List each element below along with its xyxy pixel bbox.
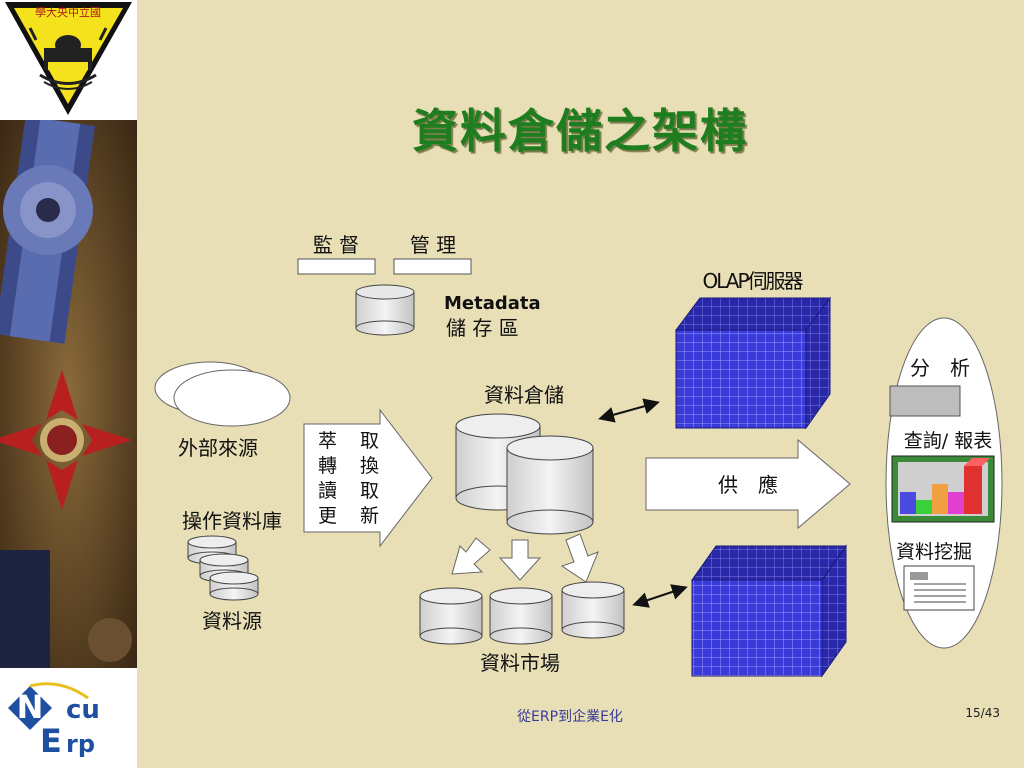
svg-text:萃: 萃 [318,430,337,452]
university-seal-logo: 學大央中立國 [5,2,132,115]
svg-text:換: 換 [360,455,379,477]
svg-text:取: 取 [360,430,379,452]
page-number: 15/43 [965,706,1000,720]
olap-server-label: OLAP伺服器 [702,269,803,293]
data-mart-label: 資料市場 [480,651,560,675]
footer-course-title: 從ERP到企業E化 [517,709,623,725]
ncu-erp-logo: N cu E rp [8,682,100,760]
metadata-storage-label: 儲 存 區 [446,316,519,340]
supply-label: 供 應 [718,473,778,497]
olap-top-link-arrow [598,398,660,423]
svg-text:E: E [40,722,62,760]
svg-text:rp: rp [66,730,95,758]
data-mining-document-icon [903,565,975,611]
mart-arrows [451,533,599,583]
report-chart-icon [891,455,995,523]
query-report-label: 查詢/ 報表 [904,430,992,452]
olap-cube-bottom [691,544,847,678]
svg-text:N: N [17,688,44,726]
etl-labels: 萃取 轉換 讀取 更新 [318,430,379,527]
data-warehouse-label: 資料倉儲 [484,383,564,407]
svg-text:更: 更 [318,505,337,527]
data-mart-cylinders [419,581,625,645]
data-warehouse-cylinders [455,413,594,535]
operational-db-label: 操作資料庫 [182,509,282,533]
metadata-cylinder [355,284,415,336]
seal-text: 學大央中立國 [35,5,101,19]
sidebar: 學大央中立國 [0,0,137,768]
svg-text:新: 新 [360,505,379,527]
operational-db-cylinders [187,535,259,601]
svg-text:轉: 轉 [318,455,337,477]
medal-photo [0,120,137,668]
external-source-label: 外部來源 [178,436,258,460]
monitor-label: 監 督 [313,233,359,257]
analysis-label: 分 析 [910,356,970,380]
svg-text:讀: 讀 [318,480,337,502]
supply-arrow [645,438,851,530]
metadata-label: Metadata [444,293,541,314]
analysis-box [889,385,961,417]
etl-arrow [303,408,433,548]
manage-label: 管 理 [410,233,456,257]
manage-box [393,258,472,275]
slide-title: 資料倉儲之架構 [412,104,748,158]
data-source-label: 資料源 [202,609,262,633]
monitor-box [297,258,376,275]
svg-text:cu: cu [66,695,100,725]
svg-text:取: 取 [360,480,379,502]
data-mining-label: 資料挖掘 [896,541,972,563]
olap-bottom-link-arrow [632,584,688,608]
olap-cube-top [675,296,831,430]
